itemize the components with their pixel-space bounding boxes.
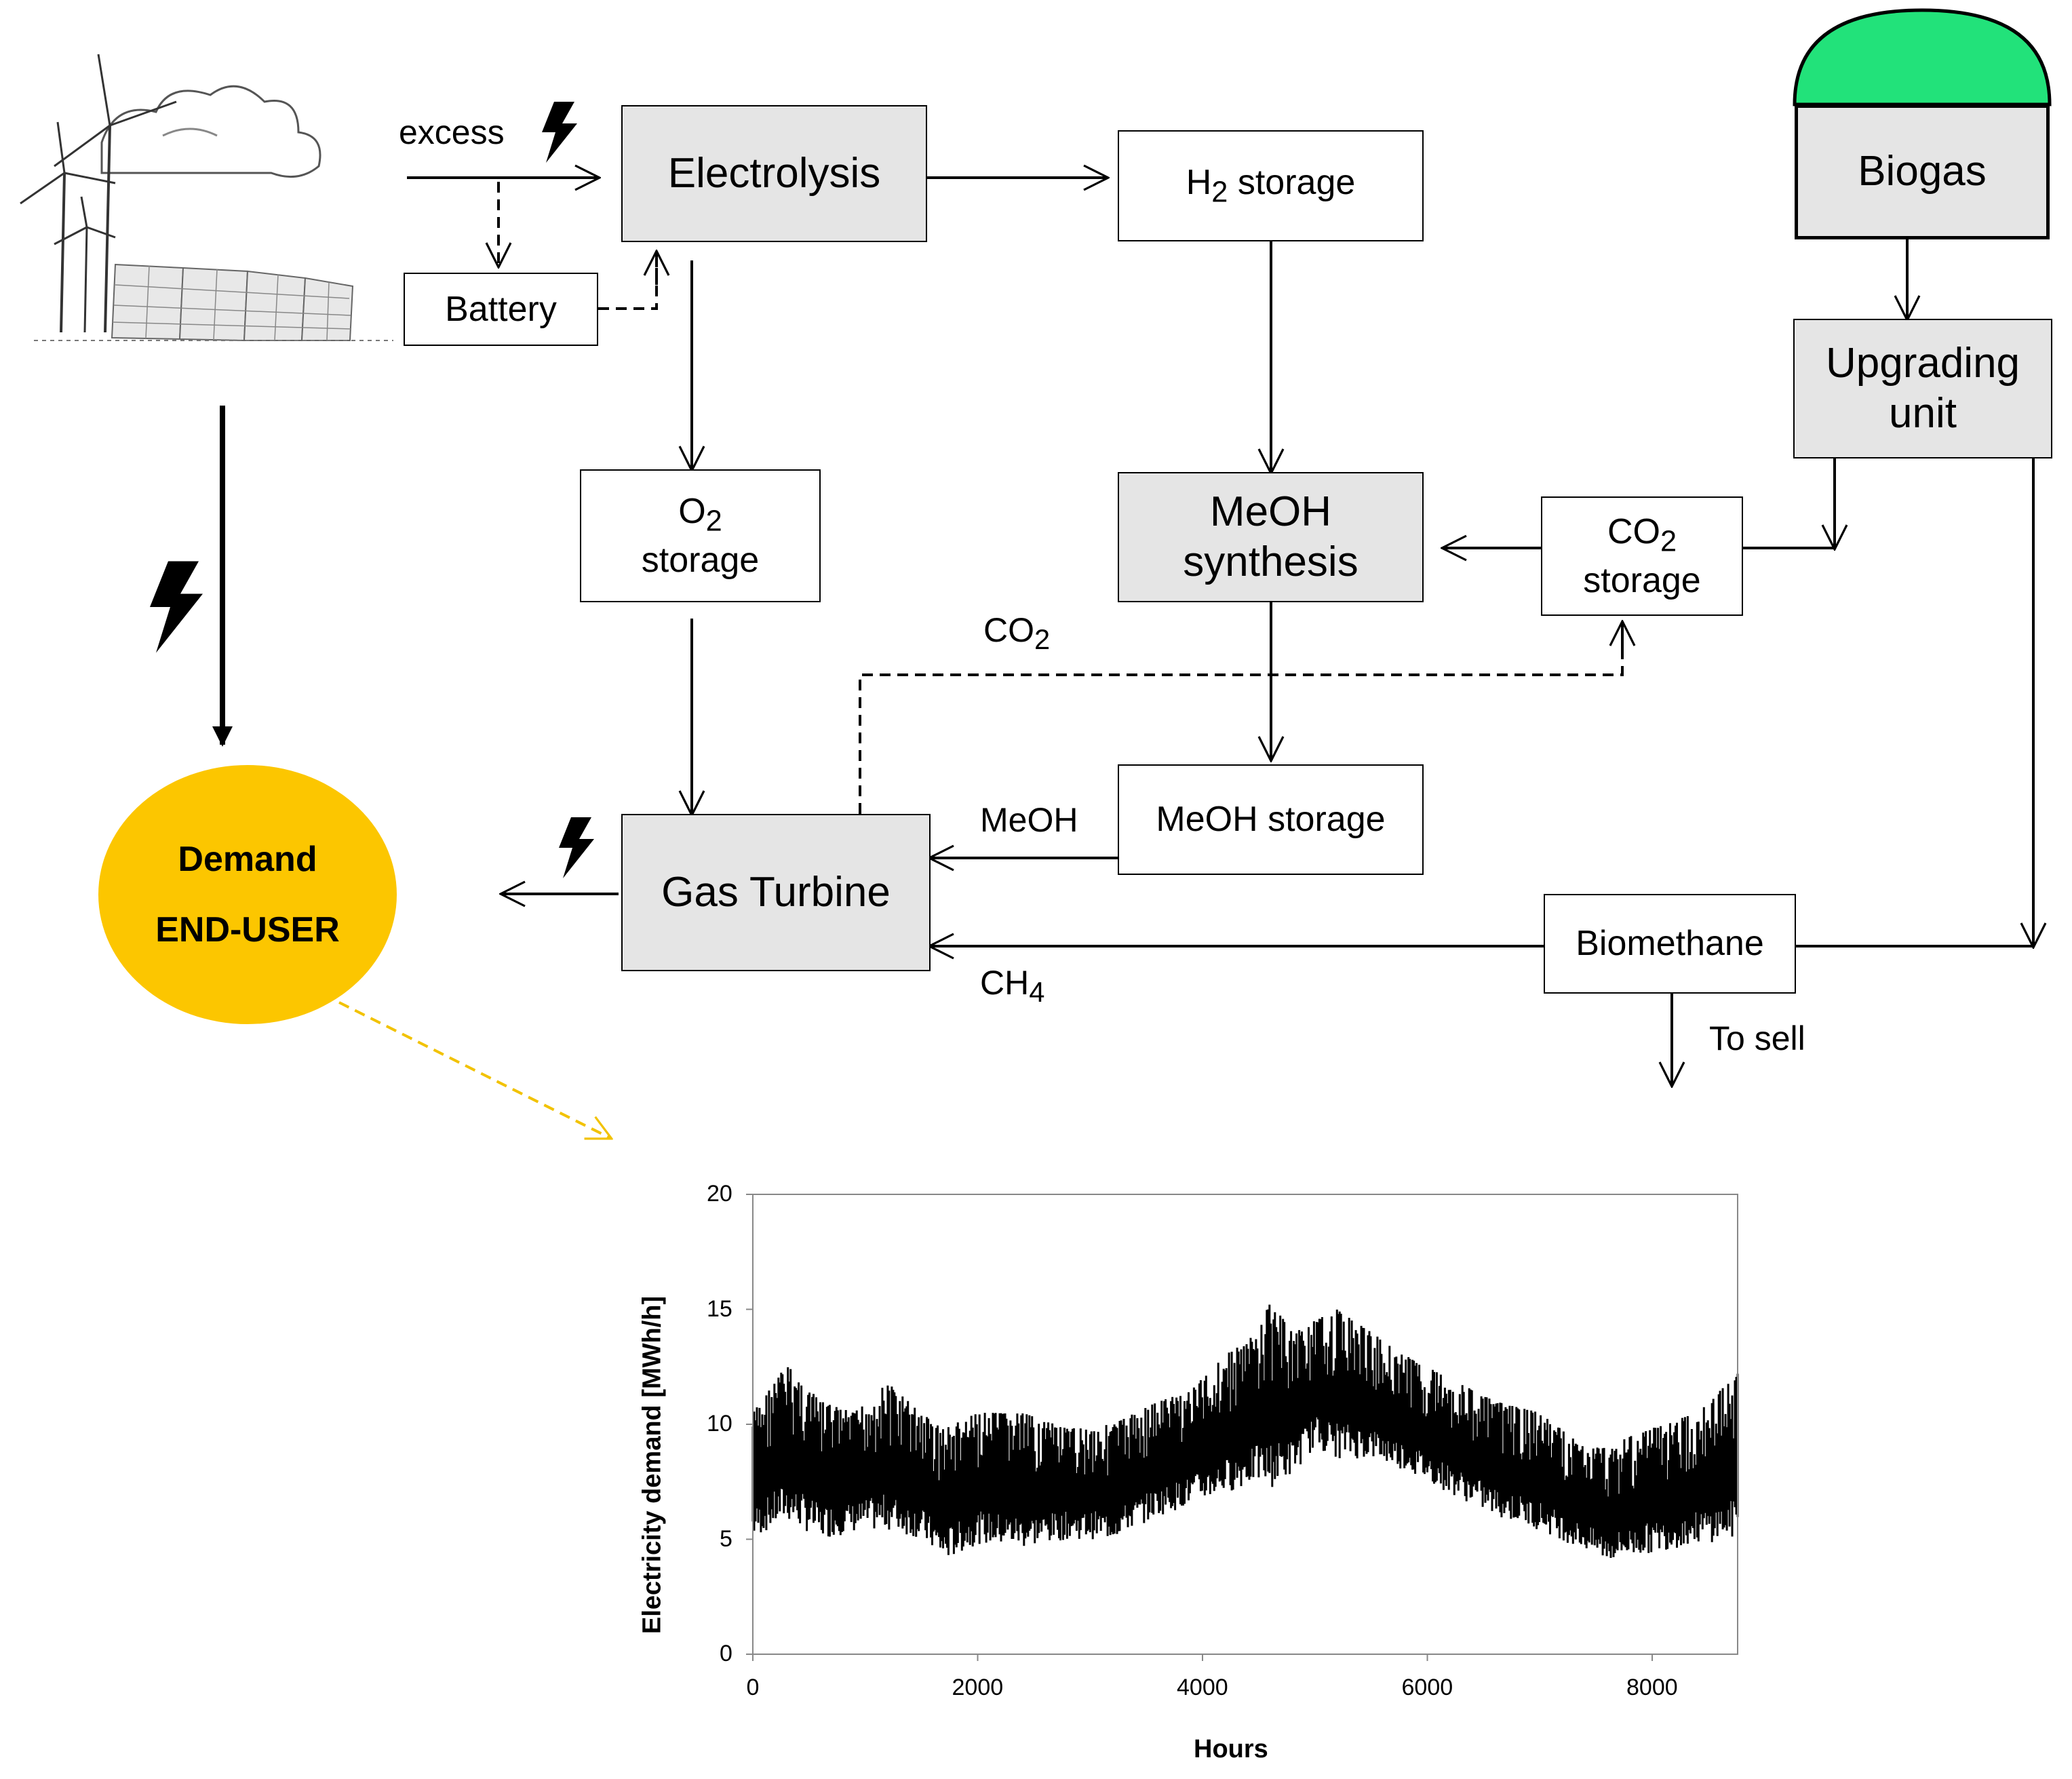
y-tick-label: 5: [720, 1525, 732, 1552]
biomethane-box: Biomethane: [1544, 894, 1796, 994]
y-tick-label: 20: [707, 1181, 732, 1207]
biomethane-label: Biomethane: [1576, 924, 1764, 964]
biogas-dome: [1793, 8, 2052, 106]
o2-storage-box: O2 storage: [580, 469, 821, 602]
co2-storage-label-line2: storage: [1583, 560, 1701, 600]
meoh-synthesis-label-line1: MeOH: [1209, 488, 1332, 535]
co2-storage-label-line1: CO2: [1607, 511, 1677, 558]
y-axis-label: Electricity demand [MWh/h]: [638, 1295, 667, 1635]
biogas-box: Biogas: [1795, 104, 2050, 239]
excess-label: excess: [399, 113, 505, 151]
x-tick-label: 4000: [1177, 1675, 1228, 1700]
end-user-label: END-USER: [155, 910, 340, 950]
co2-flow-label: CO2: [983, 611, 1051, 655]
electrolysis-label: Electrolysis: [667, 149, 881, 197]
meoh-synthesis-box: MeOH synthesis: [1118, 472, 1424, 602]
x-tick-label: 2000: [952, 1675, 1004, 1700]
lightning-icon: [559, 817, 594, 878]
gas-turbine-label: Gas Turbine: [661, 868, 891, 916]
h2-storage-label: H2 storage: [1186, 162, 1356, 209]
meoh-storage-box: MeOH storage: [1118, 764, 1424, 875]
y-tick-label: 0: [720, 1641, 732, 1666]
lightning-icon: [150, 561, 203, 653]
biogas-label: Biogas: [1858, 148, 1987, 195]
meoh-synthesis-label-line2: synthesis: [1183, 539, 1358, 585]
renewables-icon: [20, 54, 393, 342]
upgrading-label-line1: Upgrading: [1825, 339, 2020, 387]
o2-storage-label-line1: O2: [678, 491, 722, 537]
co2-storage-box: CO2 storage: [1541, 496, 1743, 616]
ch4-flow-label: CH4: [980, 964, 1045, 1008]
demand-label: Demand: [178, 840, 317, 879]
demand-end-user-node: Demand END-USER: [98, 765, 397, 1024]
y-tick-label: 10: [707, 1411, 732, 1436]
x-tick-label: 6000: [1401, 1675, 1453, 1700]
lightning-icon: [542, 102, 577, 163]
x-axis-label: Hours: [1194, 1735, 1268, 1763]
h2-storage-box: H2 storage: [1118, 130, 1424, 241]
battery-label: Battery: [445, 289, 557, 329]
x-tick-label: 0: [746, 1675, 760, 1700]
gas-turbine-box: Gas Turbine: [621, 814, 931, 971]
demand-series-line: [751, 1304, 1739, 1558]
meoh-flow-label: MeOH: [980, 801, 1078, 839]
upgrading-label-line2: unit: [1889, 390, 1957, 437]
meoh-storage-label: MeOH storage: [1156, 800, 1386, 840]
y-tick-label: 15: [707, 1295, 732, 1322]
x-tick-label: 8000: [1626, 1675, 1678, 1700]
o2-storage-label-line2: storage: [641, 540, 760, 580]
upgrading-unit-box: Upgrading unit: [1793, 319, 2052, 458]
to-sell-label: To sell: [1709, 1019, 1805, 1057]
electrolysis-box: Electrolysis: [621, 105, 927, 242]
battery-box: Battery: [404, 273, 598, 346]
